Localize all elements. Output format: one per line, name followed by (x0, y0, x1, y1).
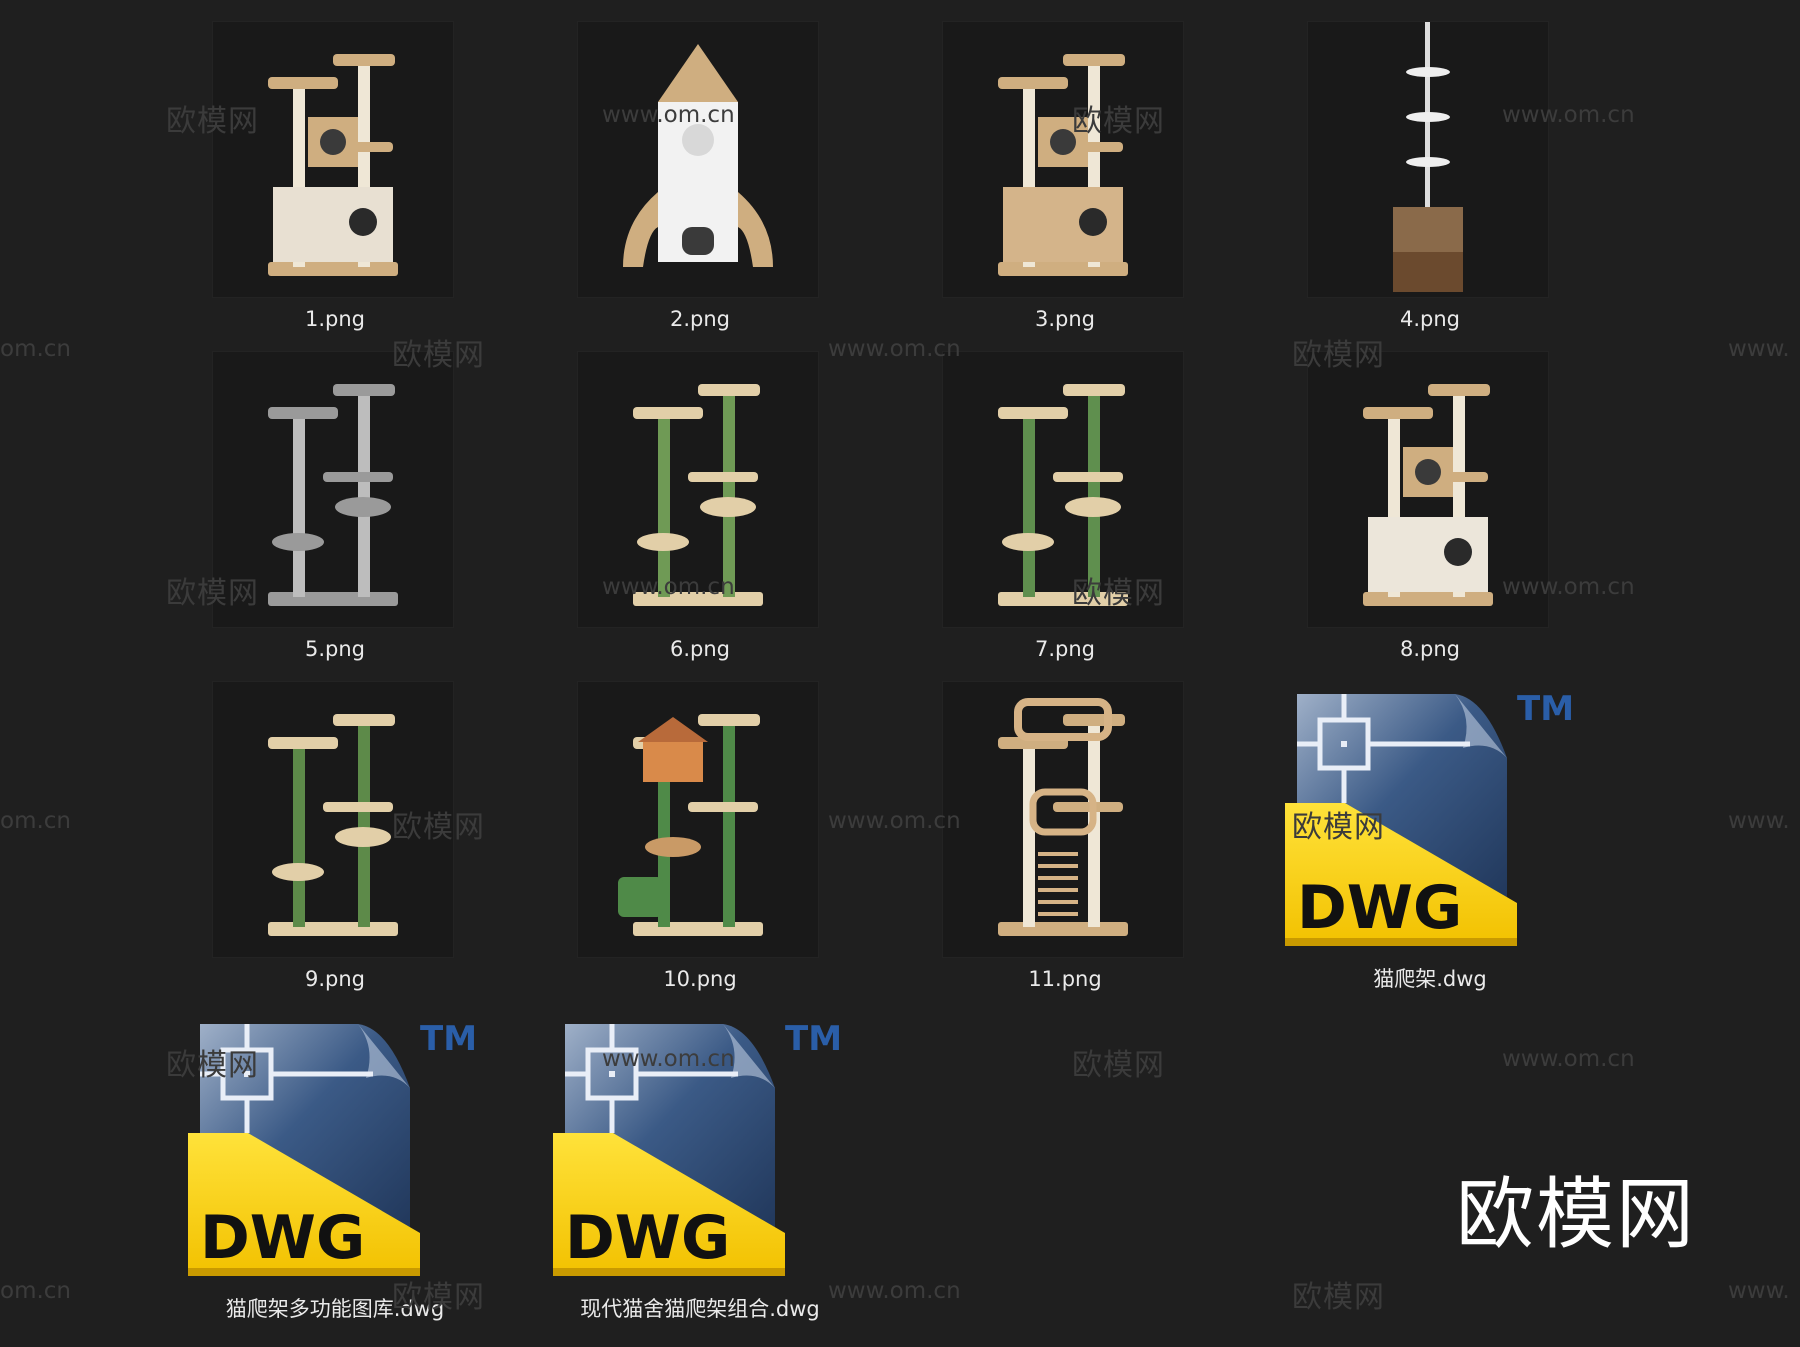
dwg-label: DWG (200, 1203, 365, 1273)
file-name-label[interactable]: 10.png (663, 967, 737, 991)
image-thumbnail-cactus-cat-tree-thumbnail[interactable] (578, 352, 818, 627)
image-thumbnail-cat-house-tree-thumbnail[interactable] (578, 682, 818, 957)
image-thumbnail-cat-tree-thumbnail[interactable] (943, 22, 1183, 297)
dwg-label: DWG (565, 1203, 730, 1273)
trademark-label: TM (785, 1019, 842, 1059)
dwg-label: DWG (1297, 873, 1462, 943)
file-name-label[interactable]: 7.png (1034, 637, 1095, 661)
image-thumbnail-grey-cat-tree-thumbnail[interactable] (213, 352, 453, 627)
file-name-label[interactable]: 11.png (1028, 967, 1102, 991)
image-thumbnail-cat-tree-thumbnail[interactable] (213, 22, 453, 297)
image-thumbnail-tall-cat-tree-thumbnail[interactable] (1308, 22, 1548, 297)
file-name-label[interactable]: 4.png (1399, 307, 1460, 331)
dwg-file-icon[interactable]: DWG TM (188, 1018, 478, 1288)
trademark-label: TM (420, 1019, 477, 1059)
file-name-label[interactable]: 2.png (669, 307, 730, 331)
image-thumbnail-wooden-cat-tree-thumbnail[interactable] (943, 682, 1183, 957)
file-name-label[interactable]: 猫爬架多功能图库.dwg (225, 1297, 445, 1321)
file-name-label[interactable]: 8.png (1399, 637, 1460, 661)
file-name-label[interactable]: 5.png (304, 637, 365, 661)
brand-logo: 欧模网 (1455, 1170, 1696, 1260)
image-thumbnail-cat-tree-thumbnail[interactable] (1308, 352, 1548, 627)
file-name-label[interactable]: 9.png (304, 967, 365, 991)
file-name-label[interactable]: 猫爬架.dwg (1373, 967, 1487, 991)
image-thumbnail-cactus-cat-tree-thumbnail[interactable] (213, 682, 453, 957)
dwg-file-icon[interactable]: DWG TM (553, 1018, 843, 1288)
file-name-label[interactable]: 1.png (304, 307, 365, 331)
trademark-label: TM (1517, 689, 1574, 729)
image-thumbnail-rocket-cat-tree-thumbnail[interactable] (578, 22, 818, 297)
file-name-label[interactable]: 6.png (669, 637, 730, 661)
file-name-label[interactable]: 3.png (1034, 307, 1095, 331)
file-name-label[interactable]: 现代猫舍猫爬架组合.dwg (580, 1297, 820, 1321)
dwg-file-icon[interactable]: DWG TM (1285, 688, 1575, 958)
image-thumbnail-cactus-cat-tree-thumbnail[interactable] (943, 352, 1183, 627)
